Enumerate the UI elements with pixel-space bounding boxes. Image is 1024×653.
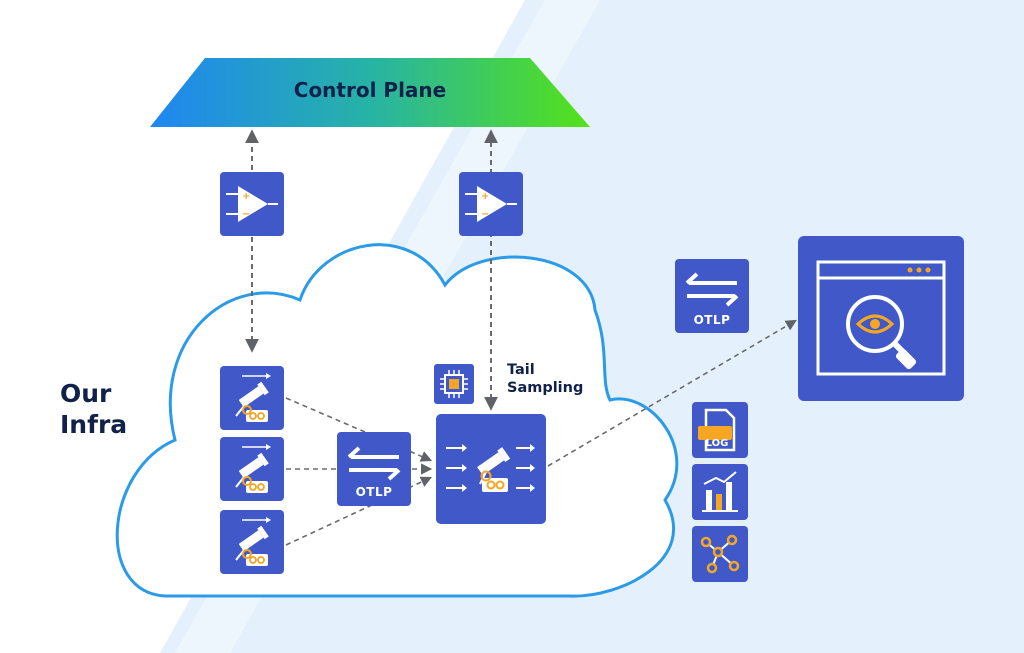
telescope-icon (220, 510, 284, 574)
tail-sampling-label: Tail Sampling (507, 362, 584, 396)
otlp-label-right: OTLP (693, 313, 731, 327)
telescope-icon (220, 366, 284, 430)
svg-text:−: − (242, 209, 250, 220)
graph-nodes-icon (692, 526, 748, 582)
log-badge-label: LOG (705, 438, 729, 449)
infra-label: Our Infra (60, 379, 128, 439)
otlp-exchange-icon (337, 432, 411, 506)
browser-search-icon (798, 236, 964, 401)
svg-text:+: + (242, 191, 250, 202)
control-plane-shape (150, 58, 590, 127)
control-plane-label: Control Plane (293, 78, 447, 102)
telescope-icon (220, 437, 284, 501)
amplifier-icon: + − (459, 172, 523, 236)
otlp-exchange-icon (675, 259, 749, 333)
flow-line-export (547, 319, 797, 467)
bar-chart-icon (692, 464, 748, 520)
amplifier-icon: + − (220, 172, 284, 236)
tail-sampling-processor-icon (436, 414, 546, 524)
otlp-label-center: OTLP (355, 485, 393, 499)
svg-text:−: − (481, 209, 489, 220)
log-file-icon (692, 402, 748, 458)
chip-icon (434, 364, 474, 404)
svg-text:+: + (481, 191, 489, 202)
